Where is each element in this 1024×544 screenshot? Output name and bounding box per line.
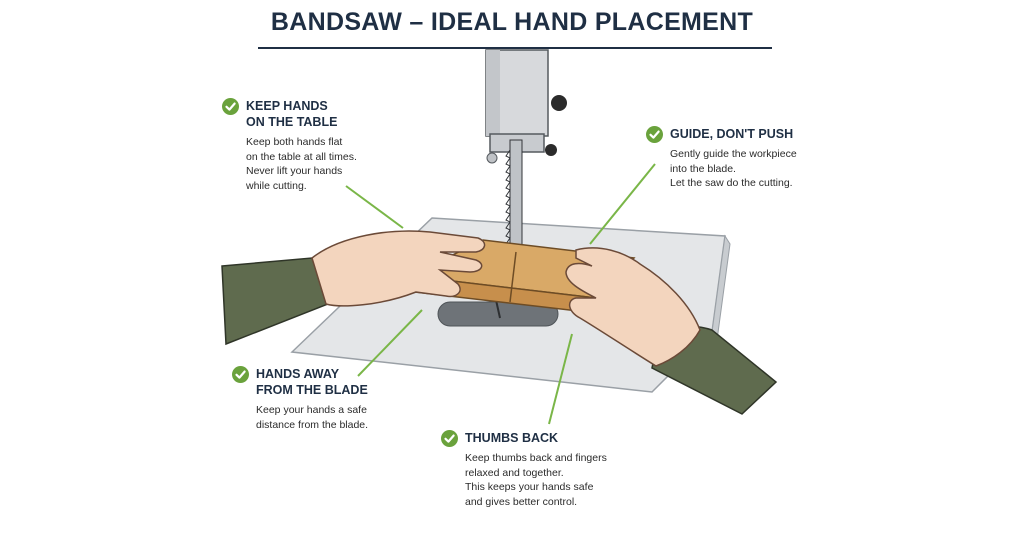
guide-bearing bbox=[545, 144, 557, 156]
check-icon bbox=[232, 366, 249, 383]
callout-guide: GUIDE, DON'T PUSH Gently guide the workp… bbox=[646, 126, 886, 191]
callout-hands-away: HANDS AWAY FROM THE BLADE Keep your hand… bbox=[232, 366, 432, 432]
left-hand bbox=[311, 230, 486, 307]
guide-bearing-left bbox=[486, 152, 498, 164]
callout-thumbs: THUMBS BACK Keep thumbs back and fingers… bbox=[441, 430, 681, 509]
callout-body: Keep your hands a safe distance from the… bbox=[256, 404, 369, 431]
check-icon bbox=[646, 126, 663, 143]
leader-hands-away bbox=[357, 309, 423, 377]
right-hand bbox=[565, 247, 701, 367]
callout-body: Keep thumbs back and fingers relaxed and… bbox=[465, 452, 607, 508]
page-title: BANDSAW – IDEAL HAND PLACEMENT bbox=[270, 8, 754, 36]
callout-heading: GUIDE, DON'T PUSH bbox=[670, 127, 794, 141]
guide-knob bbox=[551, 95, 567, 111]
check-icon bbox=[441, 430, 458, 447]
title-rule bbox=[258, 47, 772, 49]
check-icon bbox=[222, 98, 239, 115]
callout-keep-hands: KEEP HANDS ON THE TABLE Keep both hands … bbox=[222, 98, 422, 193]
callout-body: Keep both hands flat on the table at all… bbox=[246, 136, 357, 192]
leader-thumbs bbox=[548, 333, 573, 425]
leader-keep-hands bbox=[345, 185, 404, 229]
guard-shade bbox=[486, 50, 500, 136]
callout-heading: THUMBS BACK bbox=[465, 431, 559, 445]
blade-slot bbox=[495, 299, 501, 319]
callout-heading: HANDS AWAY FROM THE BLADE bbox=[256, 367, 368, 397]
callout-body: Gently guide the workpiece into the blad… bbox=[670, 148, 797, 189]
saw-kerf bbox=[509, 251, 517, 303]
leader-guide bbox=[589, 163, 656, 245]
left-sleeve bbox=[221, 257, 329, 346]
callout-heading: KEEP HANDS ON THE TABLE bbox=[246, 99, 338, 129]
